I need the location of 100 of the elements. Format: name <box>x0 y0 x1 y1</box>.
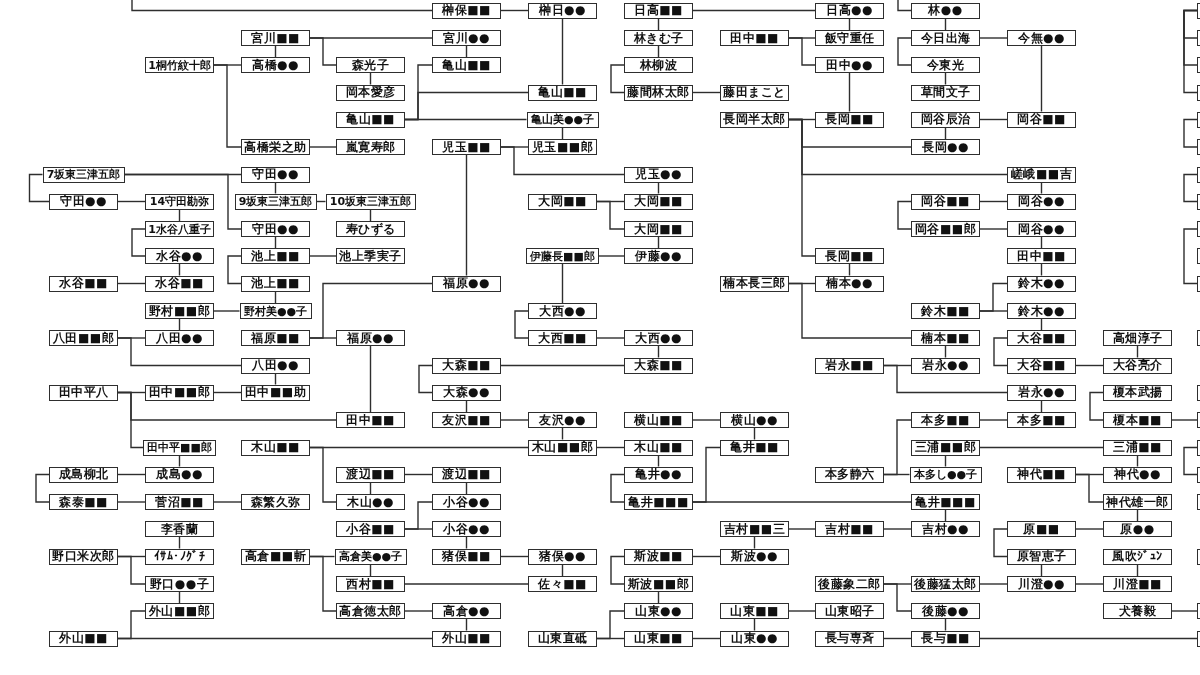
person-box <box>49 494 118 510</box>
person-name: 外山■■ <box>59 632 108 645</box>
person-name: 後藤象二郎 <box>818 577 881 591</box>
person-box <box>145 494 214 510</box>
connector-line <box>610 64 625 94</box>
person-name: 田中■■ <box>730 31 779 45</box>
person-box <box>336 494 405 510</box>
person-box <box>815 248 884 264</box>
connector-line <box>131 0 433 12</box>
person-box <box>336 139 405 155</box>
person-name: 7坂東三津五郎 <box>46 168 121 181</box>
connector-line <box>993 528 1008 558</box>
person-name: 三浦■■ <box>1113 441 1162 454</box>
person-name: 外山■■郎 <box>148 604 211 618</box>
person-box <box>720 439 789 456</box>
person-name: 吉村■■三 <box>723 522 786 536</box>
person-name: 亀山■■ <box>442 58 491 72</box>
person-box <box>241 166 310 183</box>
person-box <box>336 57 405 73</box>
person-box <box>815 466 884 483</box>
connector-line <box>117 501 146 503</box>
connector-line <box>1075 364 1104 367</box>
cropped-box <box>1197 603 1200 619</box>
person-box <box>241 439 310 456</box>
person-box <box>325 193 416 210</box>
person-box <box>336 466 405 483</box>
person-box <box>145 466 214 483</box>
connector-line <box>979 310 1008 312</box>
person-box <box>241 30 310 46</box>
person-name: 田中■■郎 <box>148 386 211 399</box>
person-box <box>528 193 597 210</box>
person-name: 草間文子 <box>920 86 971 99</box>
person-name: 木山■■ <box>634 441 683 454</box>
person-name: 長岡■■ <box>825 113 874 126</box>
person-box <box>145 576 214 592</box>
connector-line <box>309 446 337 503</box>
person-box <box>528 84 597 101</box>
cropped-box <box>1197 384 1200 401</box>
person-name: ｲｻﾑ･ﾉｸﾞﾁ <box>153 550 206 563</box>
person-name: 岡谷辰治 <box>920 113 971 126</box>
person-box <box>336 111 405 128</box>
person-name: 田中平八 <box>58 386 109 399</box>
person-name: 八田●● <box>252 359 299 372</box>
person-box <box>241 494 310 510</box>
person-name: 1水谷八重子 <box>148 222 211 236</box>
person-box <box>432 2 501 19</box>
connector-line <box>117 200 146 203</box>
person-name: 野村■■郎 <box>148 304 211 318</box>
person-name: 神代雄一郎 <box>1106 495 1169 509</box>
person-box <box>911 521 980 537</box>
person-name: 榎本武揚 <box>1112 386 1163 399</box>
person-box <box>528 576 597 592</box>
person-name: 岡谷■■ <box>1017 113 1066 126</box>
connector-line <box>404 583 529 585</box>
person-name: 高畑淳子 <box>1112 331 1163 345</box>
person-box <box>528 303 597 319</box>
person-box <box>720 630 789 647</box>
connector-line <box>979 419 1008 421</box>
person-box <box>241 221 310 237</box>
person-box <box>49 466 118 483</box>
person-box <box>432 466 501 483</box>
person-name: 楠本長三郎 <box>723 277 786 290</box>
person-name: 池上■■ <box>251 249 300 263</box>
person-box <box>1007 111 1076 128</box>
person-name: 斯波■■郎 <box>627 577 690 591</box>
connector-line <box>500 419 529 421</box>
person-name: 菅沼■■ <box>155 495 204 509</box>
person-name: 猪俣■■ <box>442 550 491 563</box>
person-name: 藤田まこと <box>723 86 786 99</box>
person-name: 伊藤●● <box>635 249 682 263</box>
person-box <box>145 193 214 210</box>
person-box <box>624 330 693 346</box>
person-name: 風吹ｼﾞｭﾝ <box>1112 550 1163 563</box>
person-name: 森光子 <box>351 58 390 72</box>
connector-line <box>117 391 144 449</box>
connector-line <box>979 228 1008 230</box>
person-box <box>432 275 501 292</box>
person-name: 田中平■■郎 <box>147 441 212 454</box>
person-box <box>1007 303 1076 319</box>
person-name: 本多■■ <box>921 413 970 427</box>
connector-line <box>897 200 912 230</box>
connector-line <box>1040 45 1043 113</box>
person-box <box>624 221 693 237</box>
cropped-box <box>1197 248 1200 264</box>
person-box <box>1103 548 1172 565</box>
person-box <box>1007 548 1076 565</box>
person-name: 大岡■■ <box>634 222 683 236</box>
person-box <box>336 412 405 428</box>
person-name: 1桐竹紋十郎 <box>148 58 211 72</box>
person-box <box>624 193 693 210</box>
person-box <box>1103 357 1172 374</box>
person-box <box>1007 521 1076 537</box>
person-name: 守田●● <box>252 168 299 181</box>
connector-line <box>979 637 1198 640</box>
person-box <box>1103 576 1172 592</box>
person-name: 守田●● <box>60 195 107 208</box>
person-name: 池上■■ <box>251 277 300 290</box>
person-name: 岡谷●● <box>1018 222 1065 236</box>
person-box <box>911 330 980 346</box>
connector-line <box>883 583 912 612</box>
